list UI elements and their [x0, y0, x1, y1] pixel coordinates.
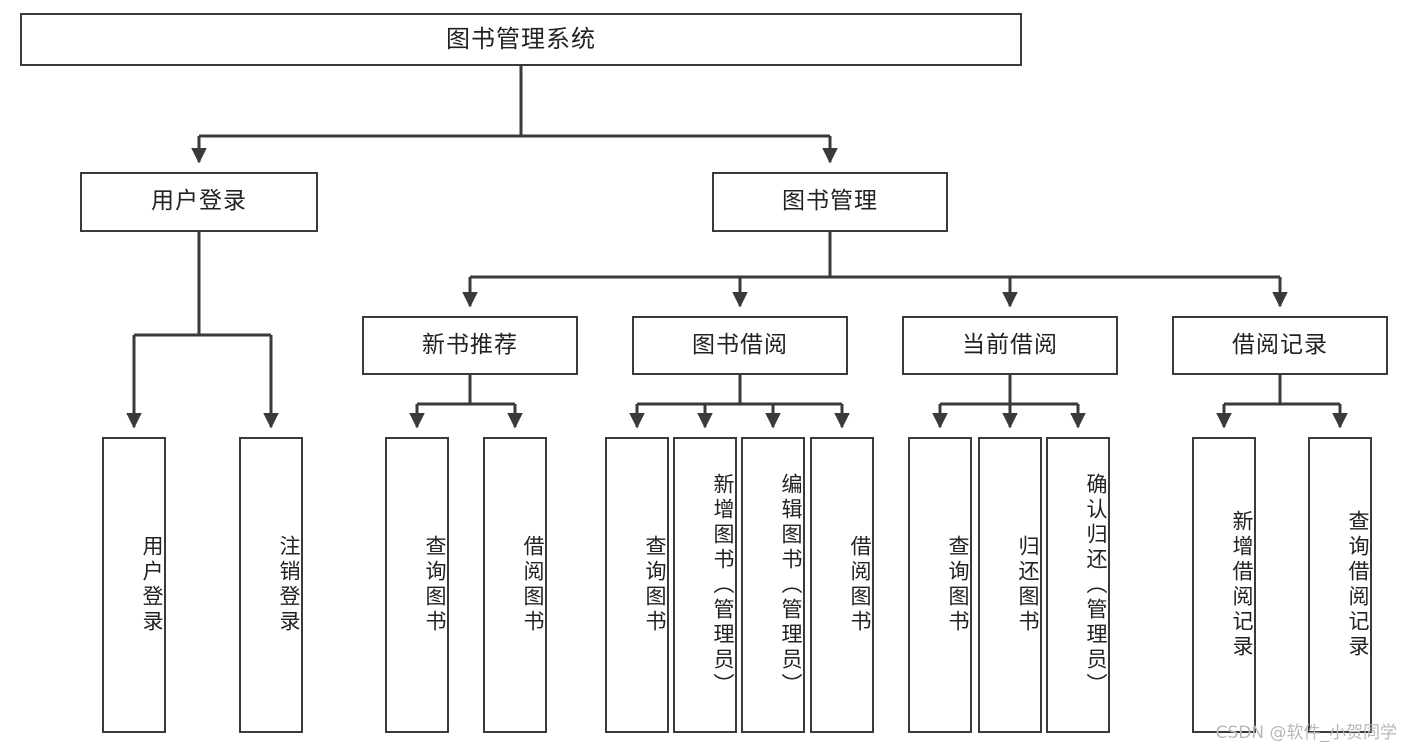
- node-label: 查询借阅记录: [1346, 510, 1370, 660]
- leaf-book-borrow-query-book[interactable]: 查询图书: [605, 437, 669, 733]
- leaf-book-borrow-borrow-book[interactable]: 借阅图书: [810, 437, 874, 733]
- node-new-book-recommend[interactable]: 新书推荐: [362, 316, 578, 375]
- leaf-current-borrow-query-book[interactable]: 查询图书: [908, 437, 972, 733]
- leaf-borrow-record-query-record[interactable]: 查询借阅记录: [1308, 437, 1372, 733]
- leaf-book-borrow-edit-book-admin[interactable]: 编辑图书（管理员）: [741, 437, 805, 733]
- node-label: 图书管理: [782, 188, 878, 215]
- node-label: 新增借阅记录: [1230, 510, 1254, 660]
- node-label: 编辑图书（管理员）: [779, 472, 803, 698]
- node-label: 查询图书: [423, 535, 447, 635]
- node-label: 当前借阅: [962, 331, 1058, 358]
- leaf-user-login-logout[interactable]: 注销登录: [239, 437, 303, 733]
- node-user-login[interactable]: 用户登录: [80, 172, 318, 232]
- node-book-management[interactable]: 图书管理: [712, 172, 948, 232]
- node-label: 新书推荐: [422, 331, 518, 358]
- node-label: 用户登录: [151, 188, 247, 215]
- node-label: 借阅记录: [1232, 331, 1328, 358]
- node-label: 图书管理系统: [446, 25, 596, 54]
- node-label: 注销登录: [277, 535, 301, 635]
- node-label: 借阅图书: [848, 535, 872, 635]
- node-current-borrow[interactable]: 当前借阅: [902, 316, 1118, 375]
- node-label: 用户登录: [140, 535, 164, 635]
- leaf-current-borrow-confirm-return-admin[interactable]: 确认归还（管理员）: [1046, 437, 1110, 733]
- node-borrow-record[interactable]: 借阅记录: [1172, 316, 1388, 375]
- node-label: 归还图书: [1016, 535, 1040, 635]
- node-label: 图书借阅: [692, 331, 788, 358]
- leaf-new-book-query-book[interactable]: 查询图书: [385, 437, 449, 733]
- node-label: 新增图书（管理员）: [711, 472, 735, 698]
- leaf-current-borrow-return-book[interactable]: 归还图书: [978, 437, 1042, 733]
- leaf-user-login-login[interactable]: 用户登录: [102, 437, 166, 733]
- node-label: 查询图书: [643, 535, 667, 635]
- node-label: 借阅图书: [521, 535, 545, 635]
- leaf-book-borrow-add-book-admin[interactable]: 新增图书（管理员）: [673, 437, 737, 733]
- leaf-new-book-borrow-book[interactable]: 借阅图书: [483, 437, 547, 733]
- watermark-text: CSDN @软件_小贺同学: [1215, 723, 1397, 743]
- node-label: 查询图书: [946, 535, 970, 635]
- node-root-book-management-system[interactable]: 图书管理系统: [20, 13, 1022, 66]
- leaf-borrow-record-add-record[interactable]: 新增借阅记录: [1192, 437, 1256, 733]
- node-book-borrow[interactable]: 图书借阅: [632, 316, 848, 375]
- node-label: 确认归还（管理员）: [1084, 472, 1108, 698]
